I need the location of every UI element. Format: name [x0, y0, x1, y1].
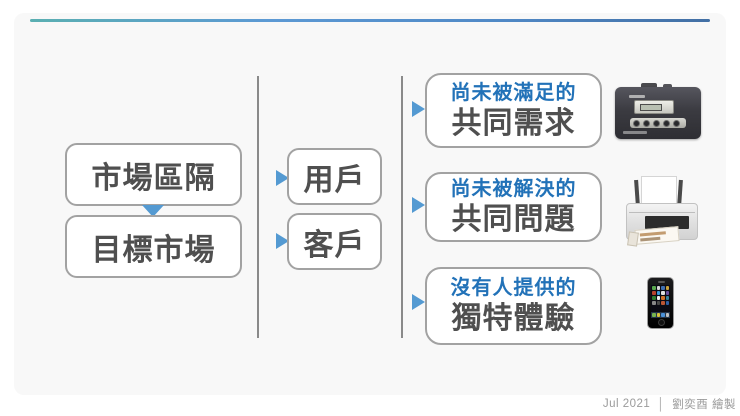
iphone-screen [651, 285, 670, 318]
unique-experience-box: 沒有人提供的 獨特體驗 [425, 267, 602, 345]
cassette-logo [629, 95, 645, 98]
cassette-top-button [641, 83, 657, 89]
iphone-earpiece [658, 281, 665, 283]
user-label: 用戶 [303, 163, 366, 197]
top-gradient-divider [30, 19, 710, 22]
market-segmentation-label: 市場區隔 [91, 161, 216, 195]
unsolved-problems-heading: 尚未被解決的 [450, 178, 577, 200]
customer-label: 客戶 [303, 228, 366, 262]
unsolved-problems-box: 尚未被解決的 共同問題 [425, 172, 602, 242]
right-arrow-icon [276, 170, 289, 186]
printer-printed-page [634, 226, 680, 245]
unsolved-problems-label: 共同問題 [451, 203, 576, 236]
customer-box: 客戶 [287, 213, 382, 270]
iphone-app-grid [652, 286, 669, 310]
cassette-player-image [615, 83, 701, 139]
unmet-needs-box: 尚未被滿足的 共同需求 [425, 73, 602, 148]
down-arrow-icon [142, 205, 164, 217]
printer-photo-card [627, 231, 639, 247]
footer-date: Jul 2021 [602, 398, 651, 410]
printer-paper-sheet [641, 176, 677, 206]
cassette-top-button [663, 84, 672, 89]
cassette-button-row [630, 118, 686, 128]
target-market-label: 目標市場 [91, 233, 216, 267]
right-arrow-icon [412, 294, 425, 310]
cassette-label-text [623, 131, 647, 134]
iphone-image [647, 277, 674, 329]
cassette-lcd [640, 104, 662, 111]
footer-credit: Jul 2021 │ 劉奕酉 繪製 [603, 396, 736, 412]
user-box: 用戶 [287, 148, 382, 205]
divider-right [401, 76, 403, 338]
market-segmentation-box: 市場區隔 [65, 143, 242, 206]
iphone-home-button [658, 319, 665, 326]
unmet-needs-heading: 尚未被滿足的 [450, 81, 577, 104]
right-arrow-icon [412, 197, 425, 213]
right-arrow-icon [412, 101, 425, 117]
right-arrow-icon [276, 233, 289, 249]
target-market-box: 目標市場 [65, 215, 242, 278]
unique-experience-label: 獨特體驗 [451, 302, 576, 335]
printer-output-slot [645, 216, 689, 229]
footer-separator: │ [657, 397, 666, 411]
footer-author: 劉奕酉 繪製 [672, 399, 736, 411]
unique-experience-heading: 沒有人提供的 [450, 277, 577, 299]
cassette-control-panel [634, 100, 674, 114]
unmet-needs-label: 共同需求 [451, 106, 576, 140]
printer-image [626, 176, 698, 250]
iphone-dock [651, 312, 670, 318]
divider-left [257, 76, 259, 338]
